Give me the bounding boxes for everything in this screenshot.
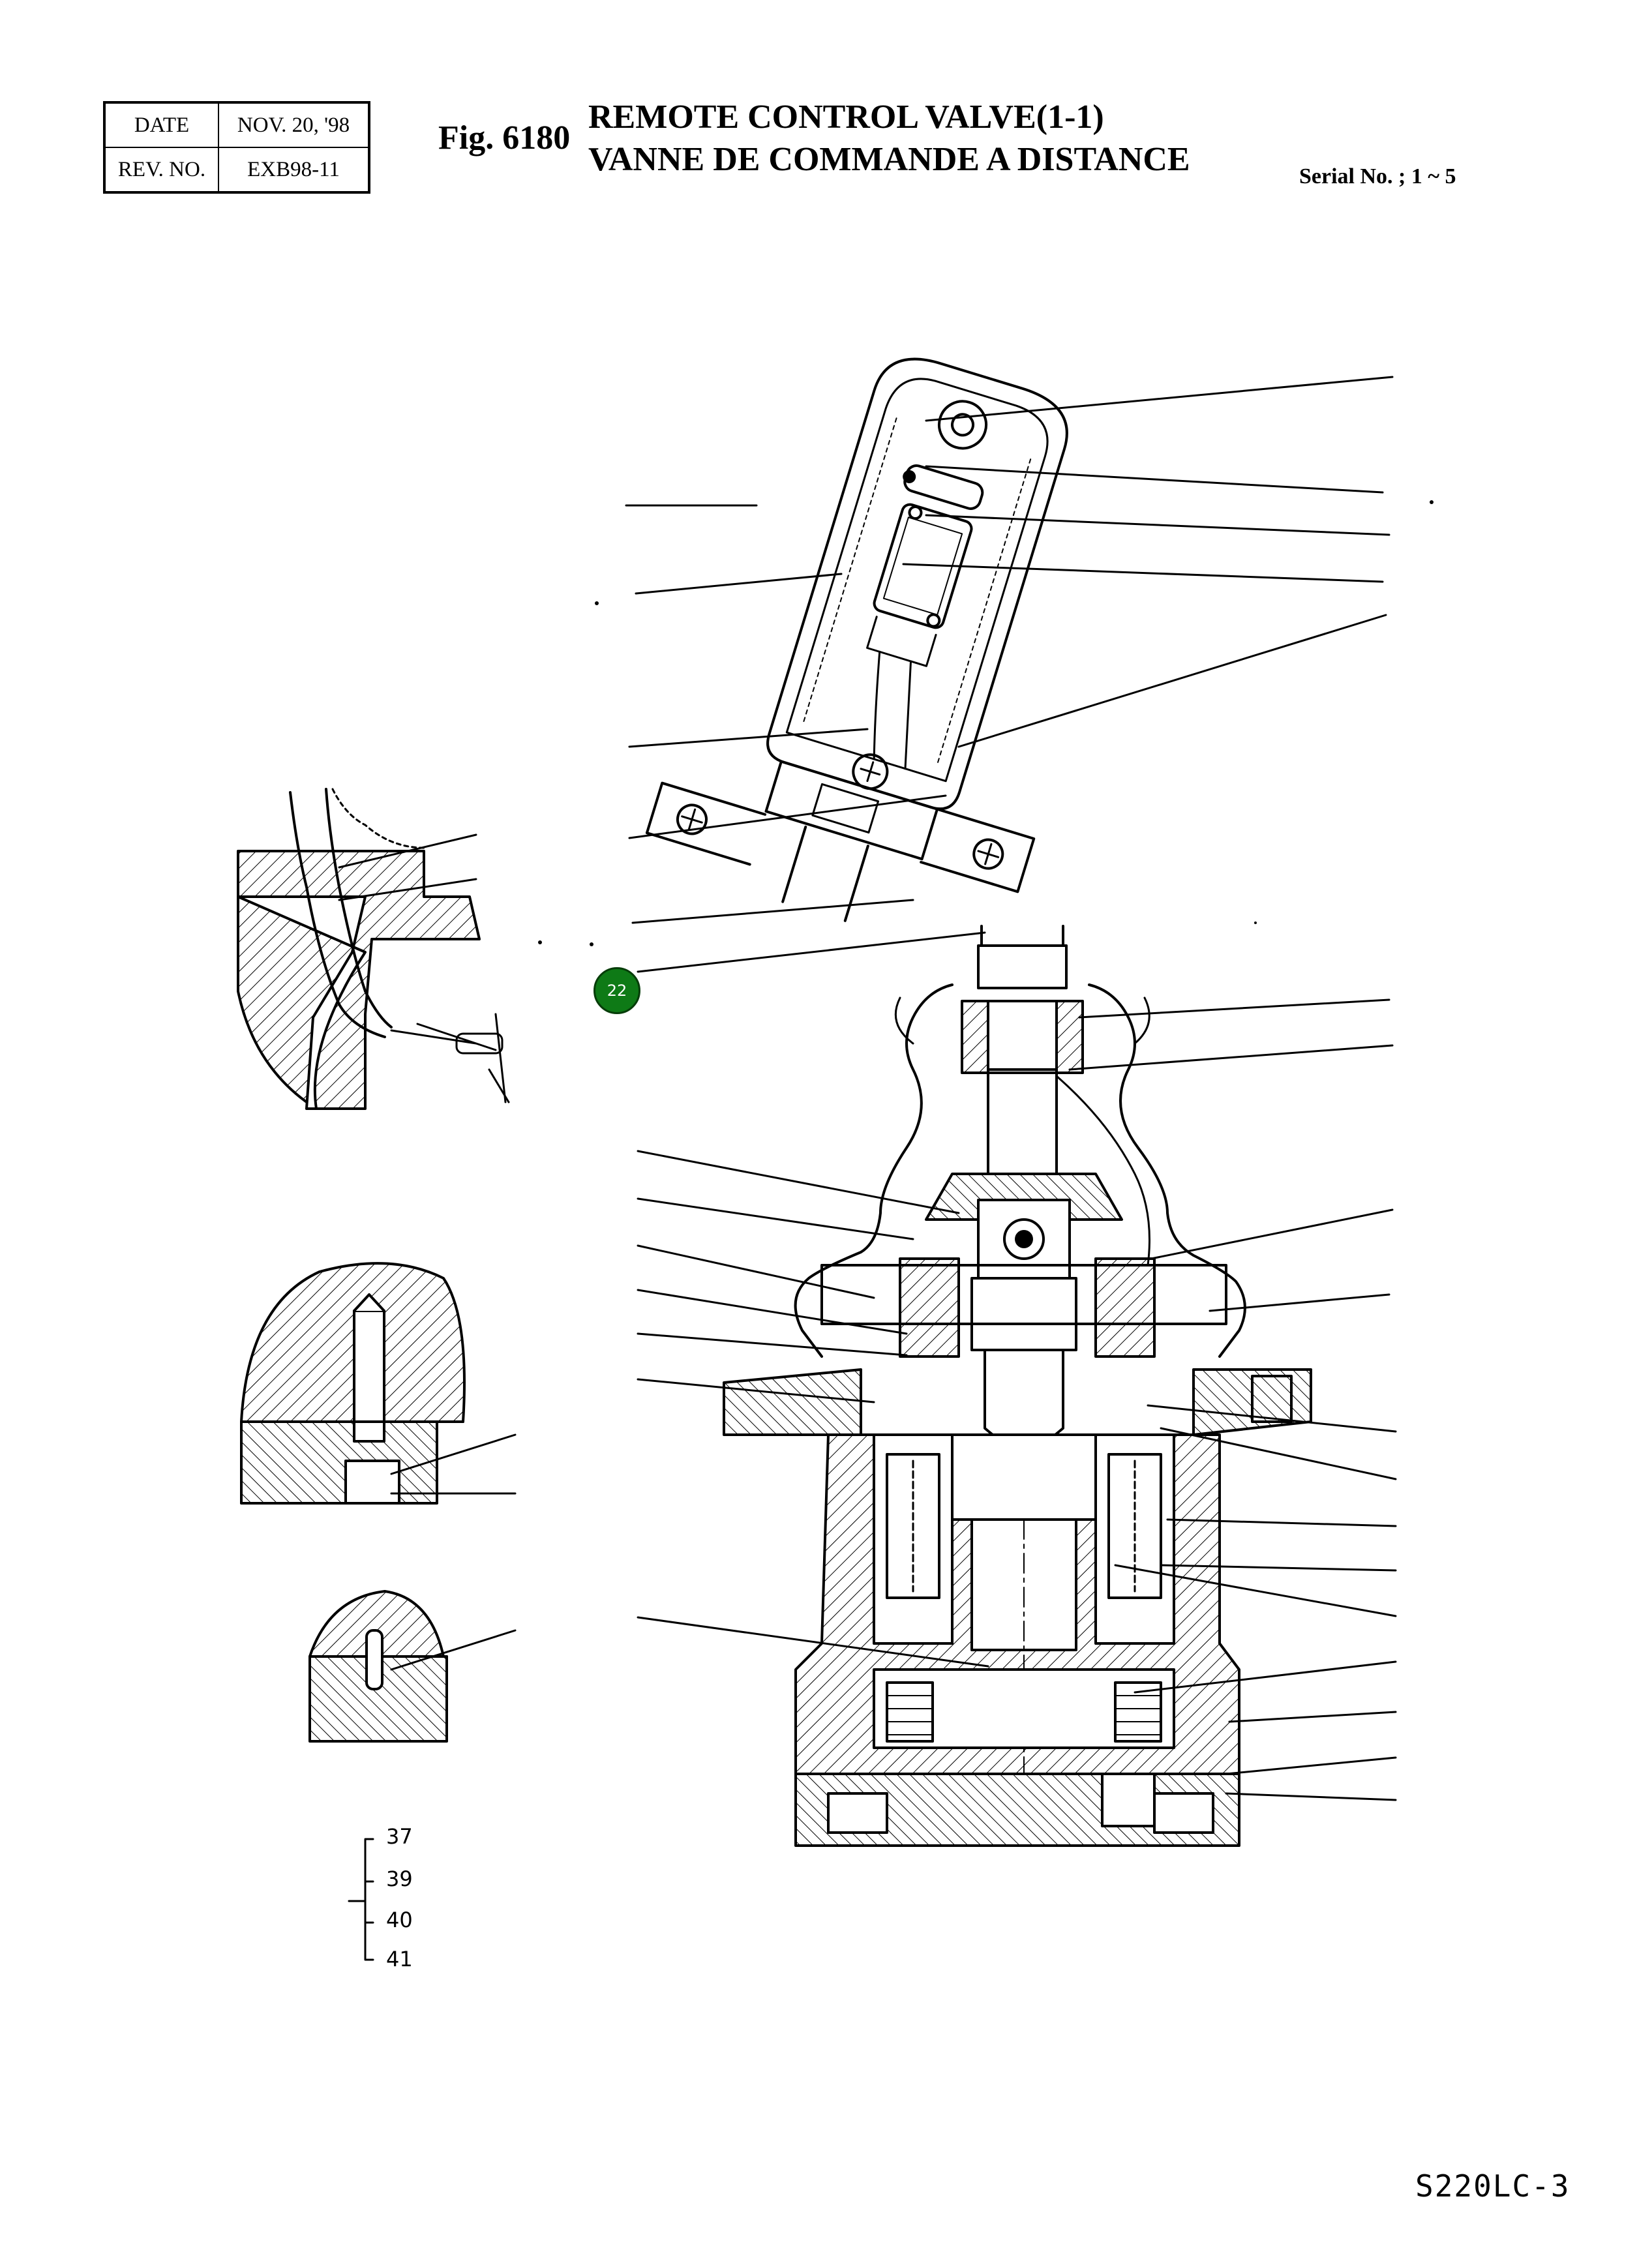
- leader-lines-right: [902, 376, 1397, 1801]
- figure-number: Fig. 6180: [438, 119, 571, 157]
- rev-value: EXB98-11: [218, 147, 370, 193]
- callout-22[interactable]: 22: [593, 967, 640, 1014]
- date-label: DATE: [104, 102, 219, 148]
- part-label-39: 39: [386, 1866, 413, 1891]
- detail-cable-exit: [237, 788, 510, 1110]
- revision-table: DATE NOV. 20, '98 REV. NO. EXB98-11: [103, 101, 370, 194]
- leader-lines-left: [625, 504, 989, 1668]
- rev-label: REV. NO.: [104, 147, 219, 193]
- grip-handle: [645, 357, 1068, 922]
- date-value: NOV. 20, '98: [218, 102, 370, 148]
- parts-bracket: [348, 1838, 374, 1961]
- detail-pin: [308, 1590, 517, 1743]
- title-english: REMOTE CONTROL VALVE(1-1): [588, 98, 1104, 136]
- model-number: S220LC-3: [1415, 2168, 1570, 2204]
- serial-range: Serial No. ; 1 ~ 5: [1299, 164, 1456, 188]
- part-label-37: 37: [386, 1824, 413, 1849]
- mounting-flange: [723, 1368, 1312, 1436]
- detail-bolt: [240, 1262, 517, 1505]
- title-french: VANNE DE COMMANDE A DISTANCE: [588, 141, 1190, 178]
- part-label-40: 40: [386, 1908, 413, 1932]
- part-label-41: 41: [386, 1947, 413, 1971]
- rubber-boot: [794, 983, 1246, 1358]
